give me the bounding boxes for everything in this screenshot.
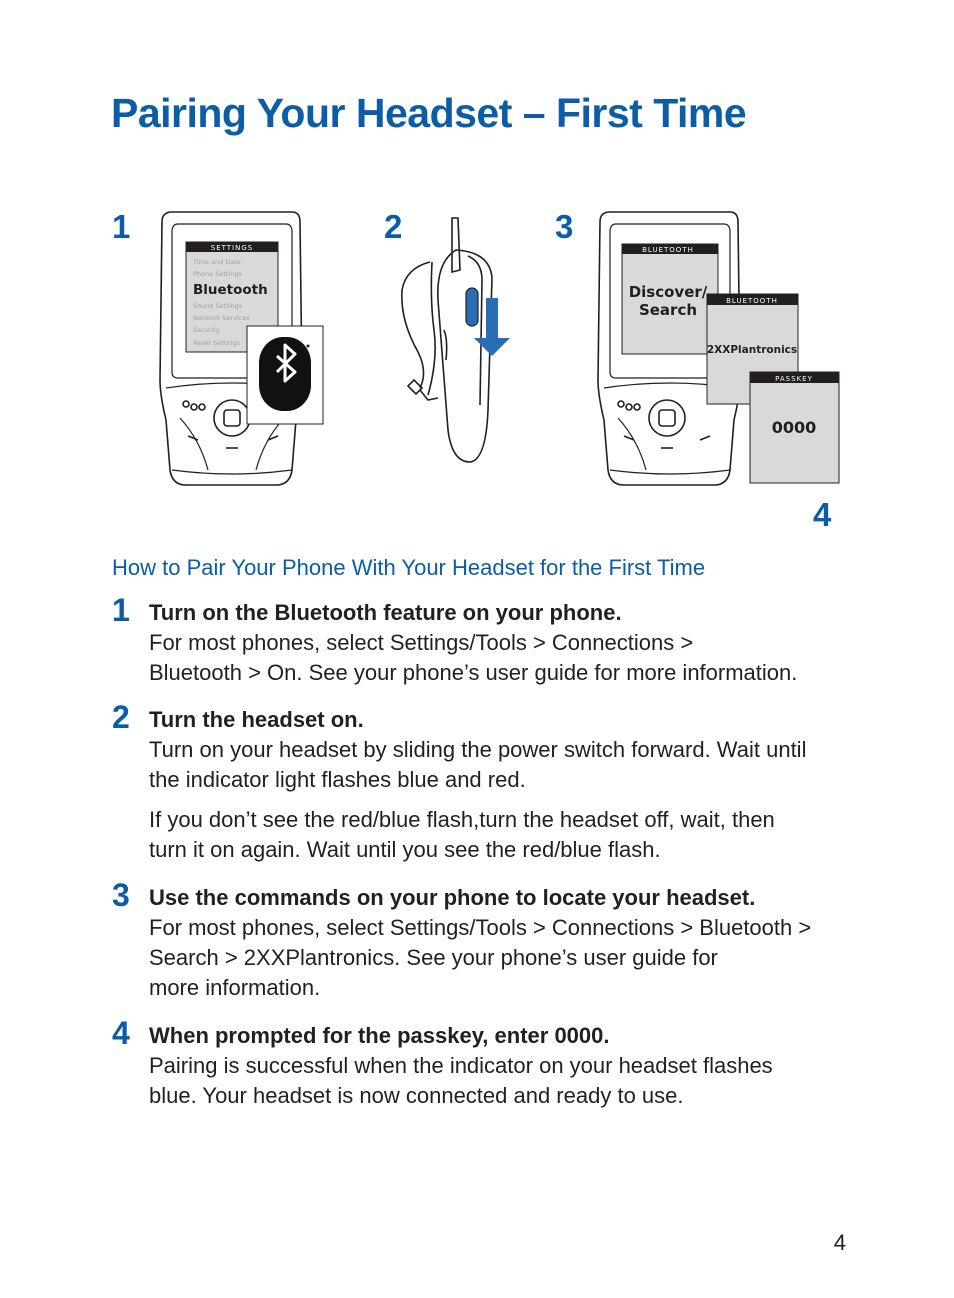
step-heading: Turn the headset on. (149, 707, 364, 732)
phone-1-menu-item-selected: Bluetooth (193, 282, 268, 298)
down-arrow-icon (474, 298, 510, 356)
step-1: 1 Turn on the Bluetooth feature on your … (112, 594, 852, 688)
phone-1-menu-item: Network Services (193, 314, 250, 322)
passkey-card-header: PASSKEY (775, 375, 813, 383)
device-card-header: BLUETOOTH (726, 297, 778, 305)
page-number: 4 (833, 1230, 846, 1255)
phone-3-screen-line-2: Search (639, 301, 697, 319)
step-text: Turn on your headset by sliding the powe… (149, 737, 807, 792)
page-title: Pairing Your Headset – First Time (111, 90, 747, 136)
step-number: 2 (112, 699, 130, 735)
figure-label-1: 1 (112, 208, 131, 245)
passkey-card-text: 0000 (772, 418, 817, 437)
phone-3-illustration (597, 211, 741, 486)
step-4: 4 When prompted for the passkey, enter 0… (112, 1017, 852, 1111)
bluetooth-icon (246, 325, 324, 425)
step-text: Pairing is successful when the indicator… (149, 1053, 773, 1108)
phone-3-screen-line-1: Discover/ (629, 283, 708, 301)
phone-1-menu-item: Security (193, 326, 220, 334)
pairing-illustration: SETTINGS Time and Date Phone Settings Bl… (159, 211, 840, 486)
step-heading: Use the commands on your phone to locate… (149, 885, 756, 910)
step-number: 1 (112, 592, 130, 628)
phone-1-menu-item: Reset Settings (193, 339, 240, 347)
phone-1-menu-item: Time and Date (192, 258, 241, 266)
phone-1-menu-header: SETTINGS (211, 244, 253, 252)
step-2: 2 Turn the headset on. Turn on your head… (112, 701, 852, 865)
step-number: 4 (112, 1015, 130, 1051)
phone-3-screen-header: BLUETOOTH (642, 246, 694, 254)
figure-label-4: 4 (813, 496, 832, 533)
step-text: For most phones, select Settings/Tools >… (149, 915, 812, 1000)
power-switch (465, 287, 479, 327)
phone-1-menu-item: Sound Settings (193, 302, 243, 310)
phone-1-menu-item: Phone Settings (193, 270, 242, 278)
passkey-card (749, 371, 840, 484)
step-3: 3 Use the commands on your phone to loca… (112, 879, 852, 1003)
step-text: For most phones, select Settings/Tools >… (149, 630, 798, 685)
step-extra-text: If you don’t see the red/blue flash,turn… (149, 807, 775, 862)
step-number: 3 (112, 877, 130, 913)
figure-label-2: 2 (384, 208, 403, 245)
headset-illustration (401, 217, 493, 463)
device-card-text: 2XXPlantronics (707, 344, 797, 356)
step-heading: Turn on the Bluetooth feature on your ph… (149, 600, 622, 625)
step-heading: When prompted for the passkey, enter 000… (149, 1023, 610, 1048)
section-subtitle: How to Pair Your Phone With Your Headset… (112, 555, 706, 580)
figure-label-3: 3 (555, 208, 574, 245)
